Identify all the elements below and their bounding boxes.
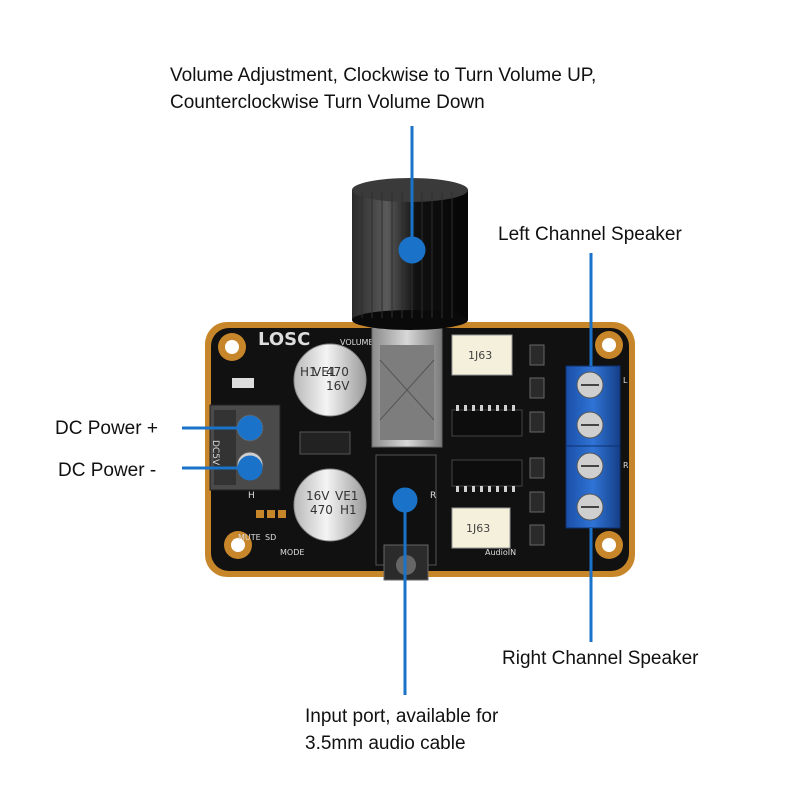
- mounting-hole-icon: [224, 531, 252, 559]
- svg-text:470: 470: [326, 365, 349, 379]
- volume-silkscreen: VOLUME: [340, 338, 374, 347]
- capacitor-bottom: 16V 470 VE1 H1: [293, 468, 367, 542]
- svg-text:16V: 16V: [326, 379, 350, 393]
- mounting-hole-icon: [595, 531, 623, 559]
- svg-text:MUTE: MUTE: [238, 533, 261, 542]
- input-port-line2: 3.5mm audio cable: [305, 733, 466, 754]
- volume-annotation: Volume Adjustment, Clockwise to Turn Vol…: [170, 62, 596, 116]
- inductor-bottom: 1J63: [451, 507, 511, 549]
- capacitor-top: H1 VE1 470 16V: [293, 343, 367, 417]
- svg-text:MODE: MODE: [280, 548, 304, 557]
- dc-silkscreen: DC5V: [210, 440, 220, 466]
- svg-text:H: H: [248, 491, 255, 501]
- svg-text:H1: H1: [340, 503, 357, 517]
- callout-dc-minus-dot: [237, 455, 263, 481]
- left-channel-label: Left Channel Speaker: [498, 224, 682, 245]
- svg-text:VE1: VE1: [313, 365, 336, 379]
- amplifier-chip: [451, 405, 523, 492]
- svg-text:VE1: VE1: [335, 489, 358, 503]
- svg-text:1J63: 1J63: [468, 349, 492, 362]
- inductor-top: 1J63: [451, 334, 513, 376]
- svg-text:H1: H1: [300, 365, 317, 379]
- callout-volume-dot: [398, 236, 426, 264]
- potentiometer: [371, 321, 443, 448]
- jumper-pins: MUTE SD MODE: [238, 510, 304, 557]
- callout-lines: [182, 126, 593, 695]
- left-speaker-terminal: [565, 365, 621, 447]
- dc-power-minus-label: DC Power -: [58, 460, 157, 481]
- brand-silkscreen: LOSC: [258, 329, 310, 350]
- svg-text:SD: SD: [265, 533, 276, 542]
- mounting-hole-icon: [595, 331, 623, 359]
- mounting-hole-icon: [218, 333, 246, 361]
- svg-text:470: 470: [310, 503, 333, 517]
- input-port-line1: Input port, available for: [305, 706, 499, 727]
- svg-text:R: R: [430, 491, 436, 501]
- diode: [299, 431, 351, 455]
- input-port-annotation: Input port, available for 3.5mm audio ca…: [305, 703, 498, 757]
- callout-input-dot: [392, 487, 418, 513]
- svg-text:L: L: [623, 376, 628, 385]
- callout-dc-plus-dot: [237, 415, 263, 441]
- svg-text:AudioIN: AudioIN: [485, 548, 516, 557]
- svg-text:16V: 16V: [306, 489, 330, 503]
- svg-text:R: R: [623, 461, 629, 470]
- volume-annotation-line1: Volume Adjustment, Clockwise to Turn Vol…: [170, 65, 597, 86]
- led: [232, 378, 254, 388]
- volume-annotation-line2: Counterclockwise Turn Volume Down: [170, 92, 485, 113]
- right-channel-label: Right Channel Speaker: [502, 648, 699, 669]
- right-speaker-terminal: [565, 445, 621, 529]
- dc-power-plus-label: DC Power +: [55, 418, 158, 439]
- svg-text:1J63: 1J63: [466, 522, 490, 535]
- smd-components: [529, 344, 545, 546]
